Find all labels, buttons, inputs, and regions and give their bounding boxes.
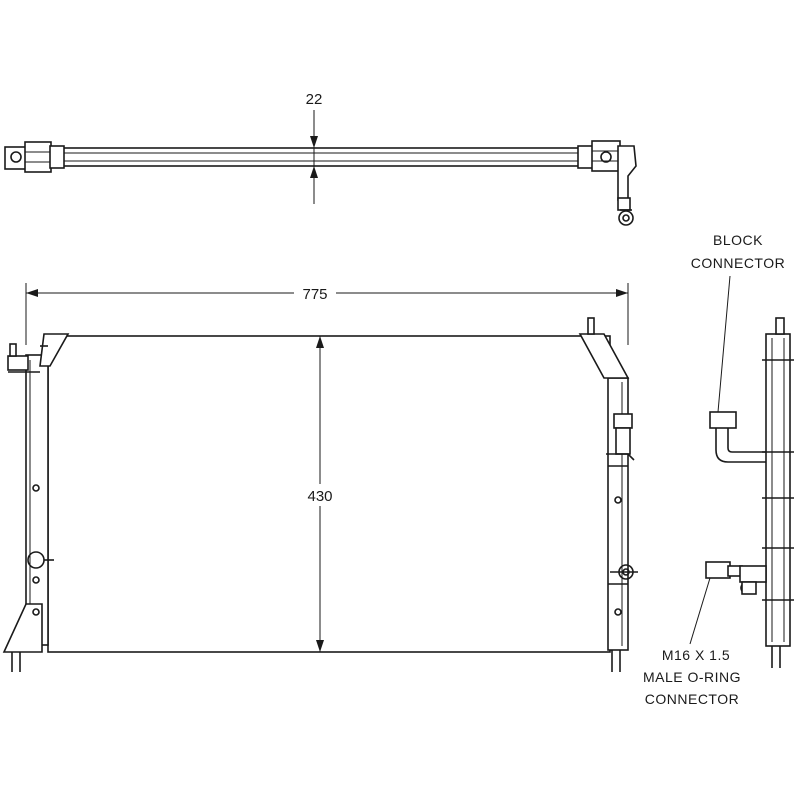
- oring-connector-callout: M16 X 1.5 MALE O-RING CONNECTOR: [643, 577, 741, 707]
- width-dimension: 775: [25, 283, 629, 345]
- side-view-tank: [765, 333, 791, 647]
- top-view-left-fitting: [4, 141, 65, 173]
- block-connector-label-line-1: BLOCK: [713, 232, 763, 248]
- side-view-oring-connector: [705, 561, 767, 595]
- side-view-block-connector: [709, 411, 766, 463]
- oring-connector-label-line-1: M16 X 1.5: [662, 647, 730, 663]
- right-header-tank: [578, 317, 638, 672]
- block-connector-label-line-2: CONNECTOR: [691, 255, 785, 271]
- height-dimension: 430: [302, 336, 338, 652]
- width-dimension-text: 775: [302, 286, 327, 303]
- top-view: 22: [4, 91, 637, 226]
- left-header-tank: [2, 333, 70, 672]
- thickness-dimension-text: 22: [306, 91, 323, 108]
- block-connector-leader: [717, 275, 731, 413]
- side-view: [705, 317, 794, 668]
- oring-connector-label-line-2: MALE O-RING: [643, 669, 741, 685]
- front-view: 775 430: [2, 283, 638, 672]
- oring-connector-label-line-3: CONNECTOR: [645, 691, 739, 707]
- top-view-right-fitting: [577, 140, 637, 226]
- oring-connector-leader: [689, 577, 711, 645]
- block-connector-callout: BLOCK CONNECTOR: [691, 232, 785, 413]
- top-view-tube: [61, 147, 583, 167]
- height-dimension-text: 430: [307, 488, 332, 505]
- thickness-dimension: 22: [306, 91, 323, 204]
